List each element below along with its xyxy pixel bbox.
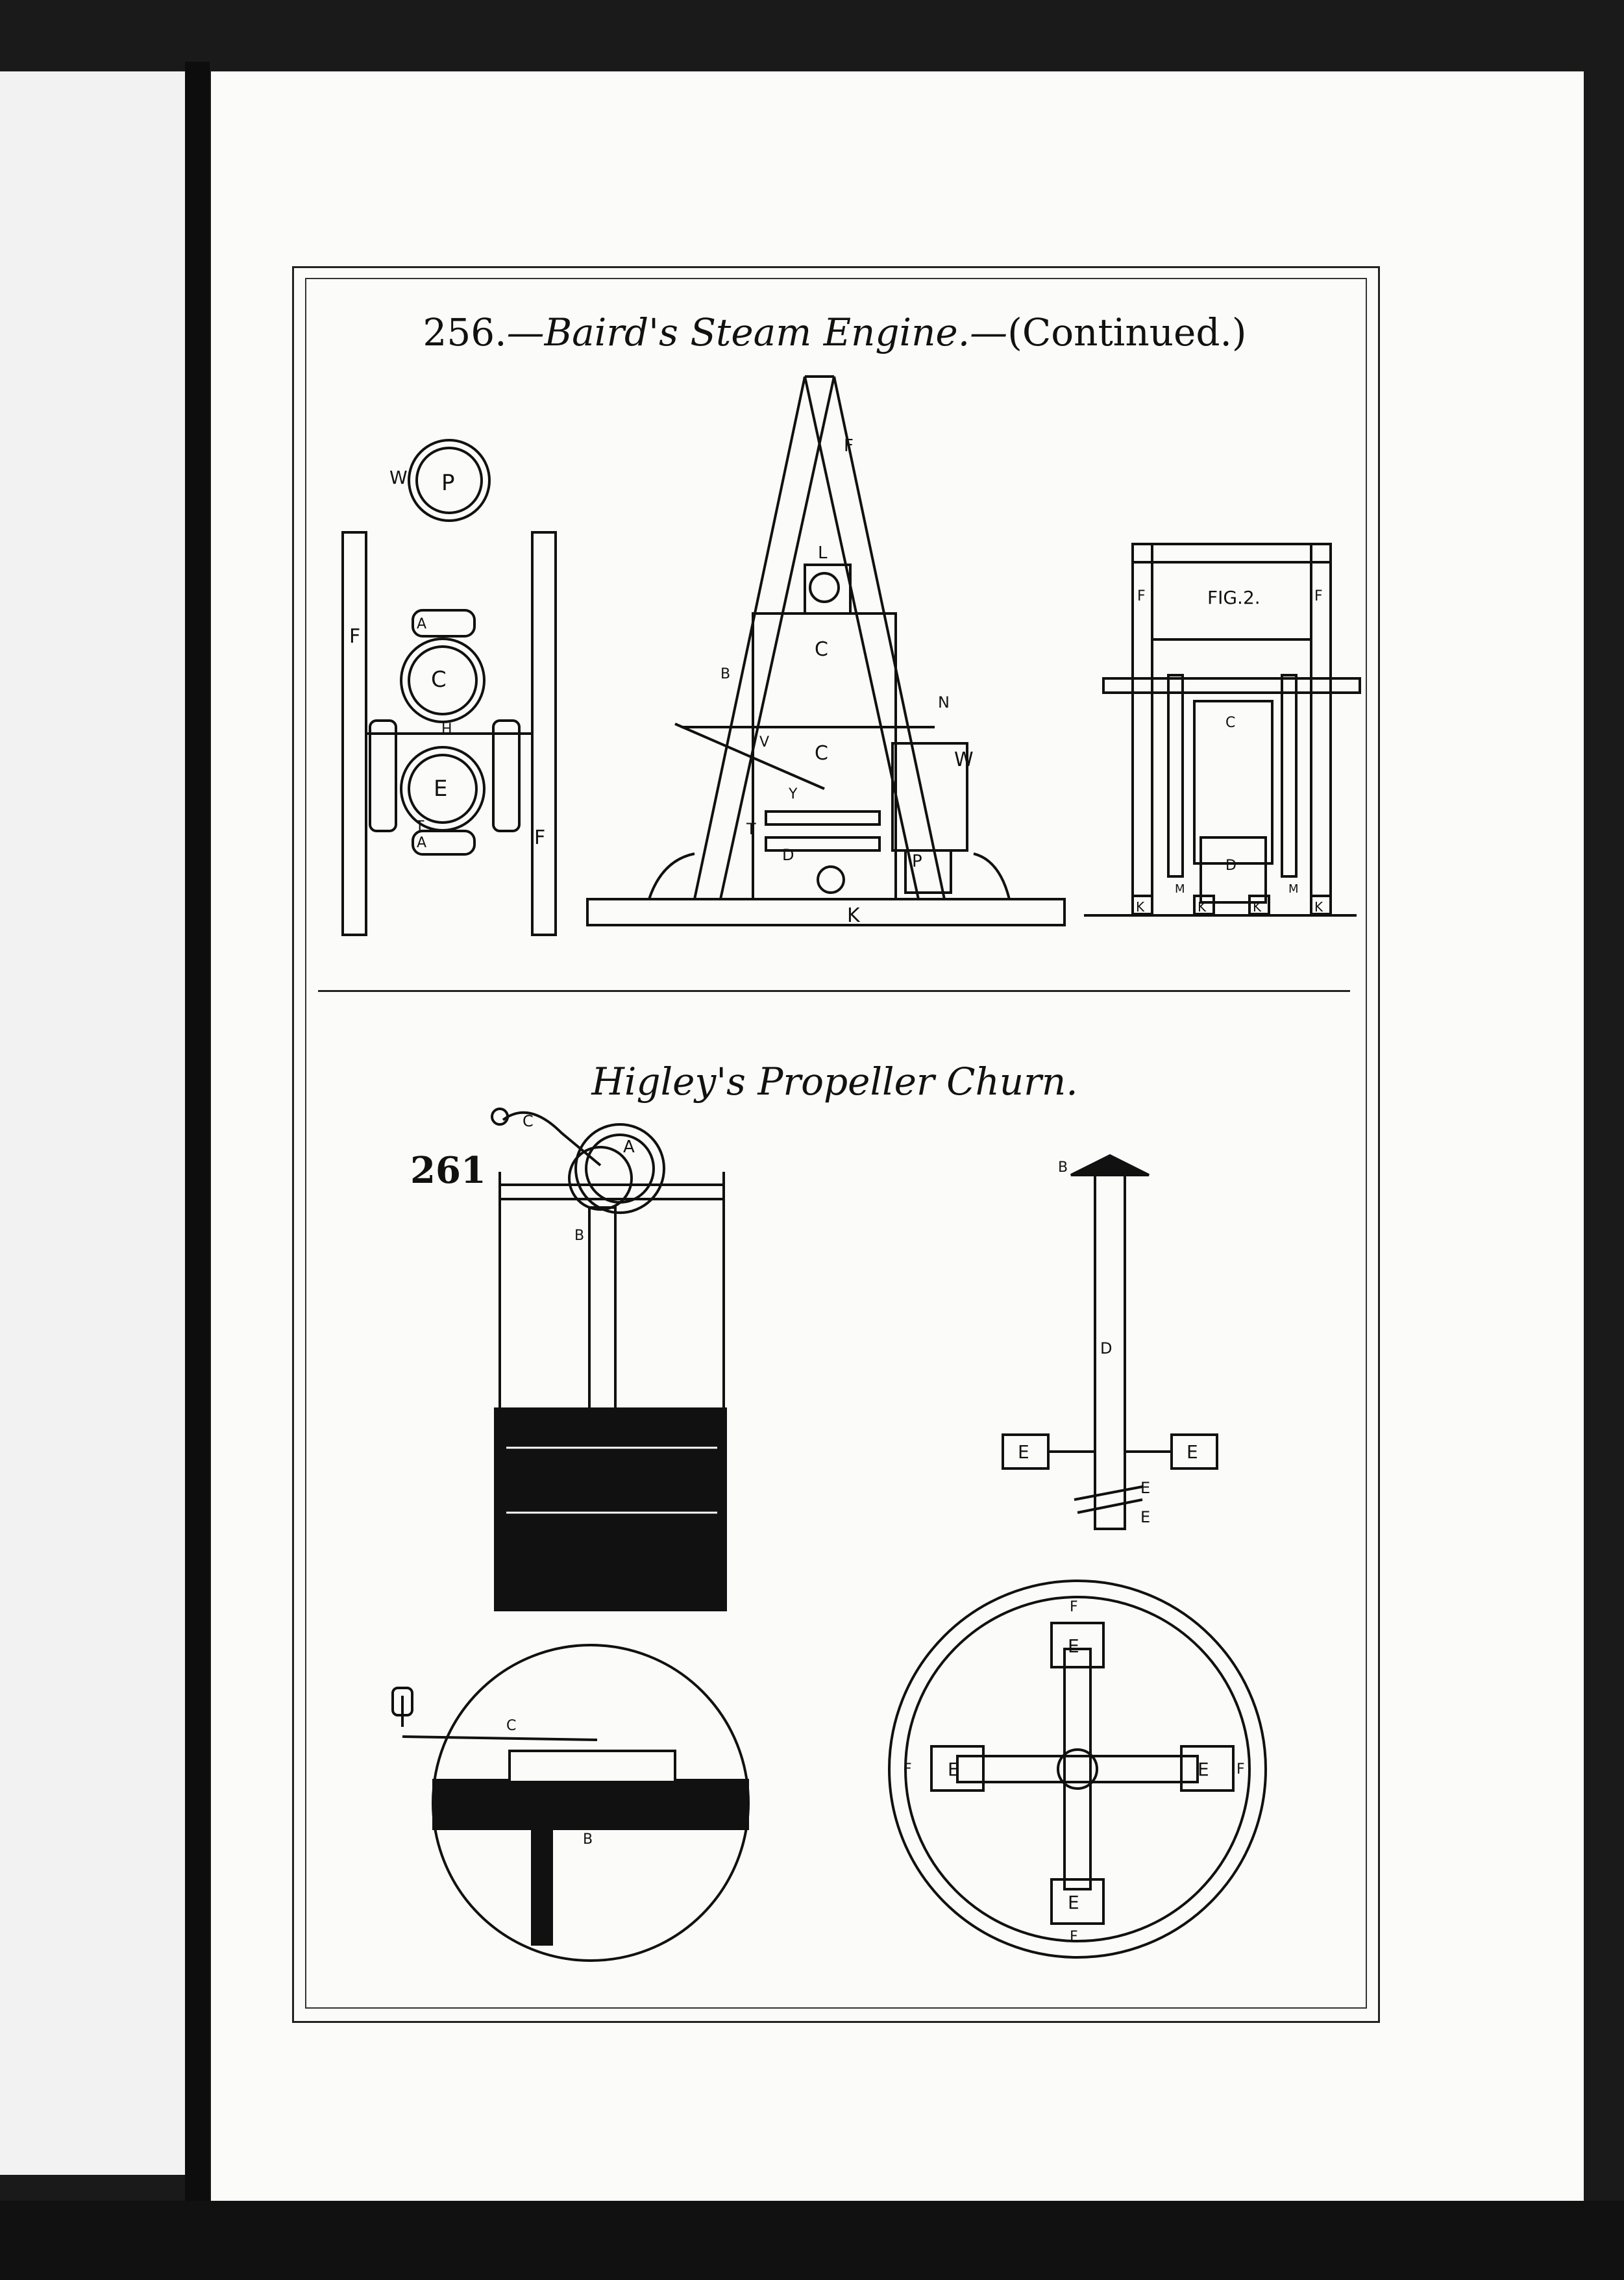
label-a: A	[417, 616, 426, 632]
label-e2: E	[1018, 1441, 1029, 1463]
churn-side-view	[491, 1108, 727, 1611]
label-f4: F	[1137, 588, 1146, 604]
label-d3: D	[1100, 1339, 1112, 1357]
label-b3: B	[1058, 1159, 1068, 1176]
label-e4: E	[1140, 1479, 1150, 1497]
label-a2: A	[417, 835, 426, 851]
label-d2: D	[1225, 858, 1236, 874]
label-b2: B	[574, 1228, 584, 1244]
plate-frame-outer	[292, 266, 1380, 2023]
fig2-label: FIG.2.	[1207, 587, 1261, 608]
label-c3: C	[815, 742, 828, 765]
left-page-edge	[0, 71, 185, 2175]
churn-title: Higley's Propeller Churn.	[591, 1059, 1078, 1104]
fig2-drawing	[1084, 543, 1361, 917]
label-c6: C	[506, 1718, 516, 1734]
label-v: V	[759, 734, 769, 750]
scan-border	[0, 2201, 1624, 2280]
label-e6: E	[1068, 1635, 1079, 1657]
elevation-drawing	[586, 375, 1066, 926]
steam-engine-title: 256.—Baird's Steam Engine.—(Continued.)	[305, 310, 1364, 354]
section-suffix: (Continued.)	[1007, 310, 1247, 354]
label-h: H	[441, 721, 452, 737]
label-e7: E	[1068, 1892, 1079, 1913]
label-e8: E	[948, 1759, 959, 1780]
label-f: F	[349, 625, 360, 648]
label-y: Y	[788, 786, 798, 802]
label-p2: P	[912, 852, 922, 871]
label-e: E	[434, 776, 447, 802]
plate-frame-inner	[305, 278, 1367, 2009]
label-f6: F	[1070, 1599, 1078, 1615]
figure-number: 261	[410, 1149, 486, 1192]
label-f2: F	[534, 826, 545, 849]
label-f5: F	[1314, 588, 1323, 604]
label-t: T	[415, 819, 424, 835]
label-k2: K	[1136, 899, 1145, 915]
label-c2: C	[815, 638, 828, 661]
label-k5: K	[1314, 899, 1323, 915]
label-w: W	[389, 467, 408, 488]
label-p: P	[441, 470, 455, 496]
book-spine	[185, 62, 210, 2204]
label-m: M	[1175, 882, 1185, 896]
plan-view-drawing	[341, 439, 557, 936]
gear-circle-drawing	[391, 1644, 750, 1962]
label-f7: F	[1070, 1929, 1078, 1945]
label-e3: E	[1187, 1441, 1198, 1463]
label-t2: T	[746, 820, 756, 838]
label-b4: B	[583, 1831, 593, 1848]
dasher-drawing	[1002, 1154, 1218, 1530]
label-k4: K	[1253, 899, 1262, 915]
label-c: C	[431, 667, 447, 693]
section-number: 256.	[423, 310, 507, 354]
label-k3: K	[1198, 899, 1207, 915]
label-a3: A	[623, 1137, 635, 1157]
label-b: B	[720, 666, 730, 682]
label-m2: M	[1288, 882, 1299, 896]
label-f9: F	[1236, 1761, 1245, 1778]
label-f8: F	[904, 1761, 912, 1778]
dasher-plan-circle	[888, 1580, 1267, 1959]
label-n: N	[938, 693, 950, 712]
section-title: —Baird's Steam Engine.—	[506, 310, 1008, 354]
label-c5: C	[523, 1112, 534, 1130]
label-k: K	[847, 904, 861, 927]
label-e5: E	[1140, 1508, 1150, 1526]
label-l: L	[818, 543, 828, 563]
label-d: D	[782, 846, 794, 864]
label-w2: W	[954, 749, 974, 771]
label-f3: F	[844, 436, 854, 456]
plate-divider	[318, 990, 1350, 992]
label-e9: E	[1198, 1759, 1209, 1780]
label-c4: C	[1225, 715, 1235, 731]
